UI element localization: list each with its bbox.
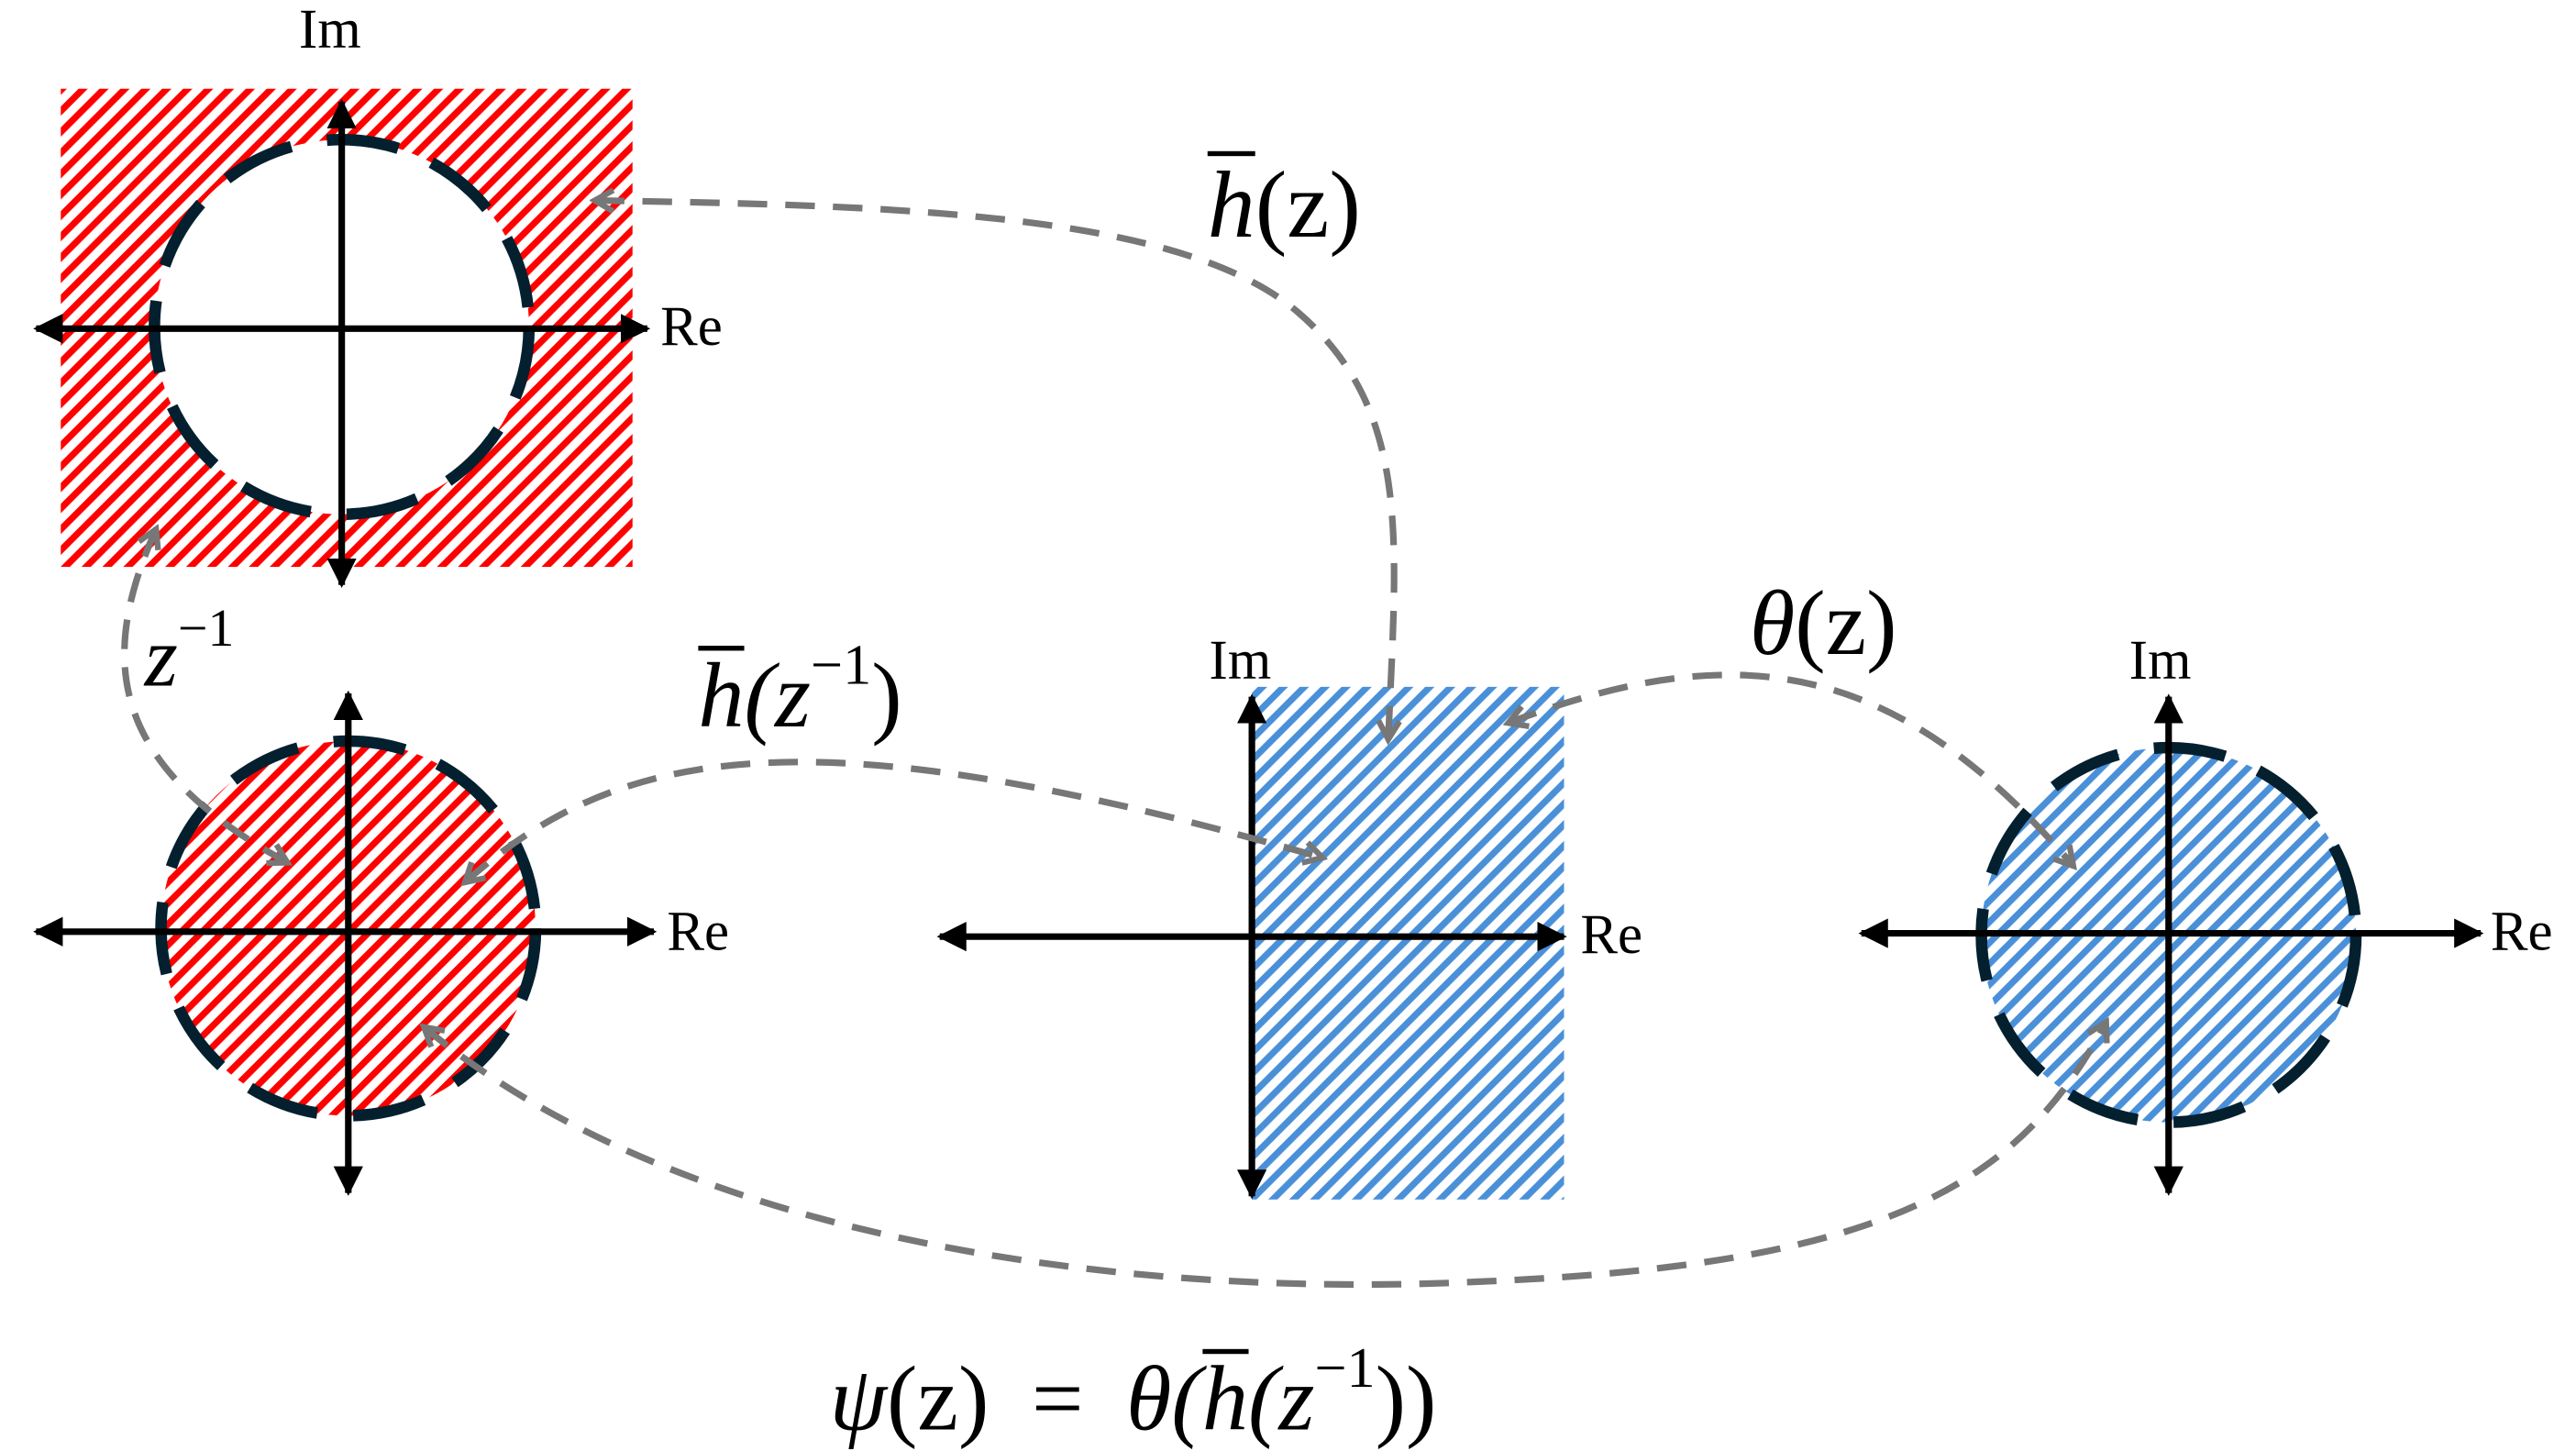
arrow-psi — [424, 1022, 2106, 1289]
re-label: Re — [660, 297, 723, 359]
arrow-h-bar-z-inverse — [465, 759, 1322, 882]
arrow-h-bar — [595, 201, 1395, 740]
panel-exterior-disk — [33, 88, 651, 588]
label-h-bar: h(z) — [1207, 150, 1362, 259]
equation-psi: ψ(z) = θ(h(z−1)) — [829, 1335, 1437, 1451]
arrow-z-inverse — [121, 529, 288, 863]
im-label: Im — [2128, 630, 2192, 692]
blue-hatched-region — [1252, 686, 1564, 1200]
re-label: Re — [1580, 905, 1643, 967]
arrow-theta — [1509, 671, 2073, 866]
re-label: Re — [2490, 902, 2553, 963]
re-label: Re — [667, 902, 730, 963]
panel-half-plane — [936, 686, 1567, 1200]
label-h-bar-z-inverse: h(z−1) — [698, 632, 902, 748]
panel-blue-disk — [1858, 693, 2484, 1196]
label-theta: θ(z) — [1749, 573, 1897, 676]
im-label: Im — [299, 0, 361, 61]
im-label: Im — [1209, 630, 1272, 692]
label-z-inverse: z−1 — [144, 598, 235, 705]
